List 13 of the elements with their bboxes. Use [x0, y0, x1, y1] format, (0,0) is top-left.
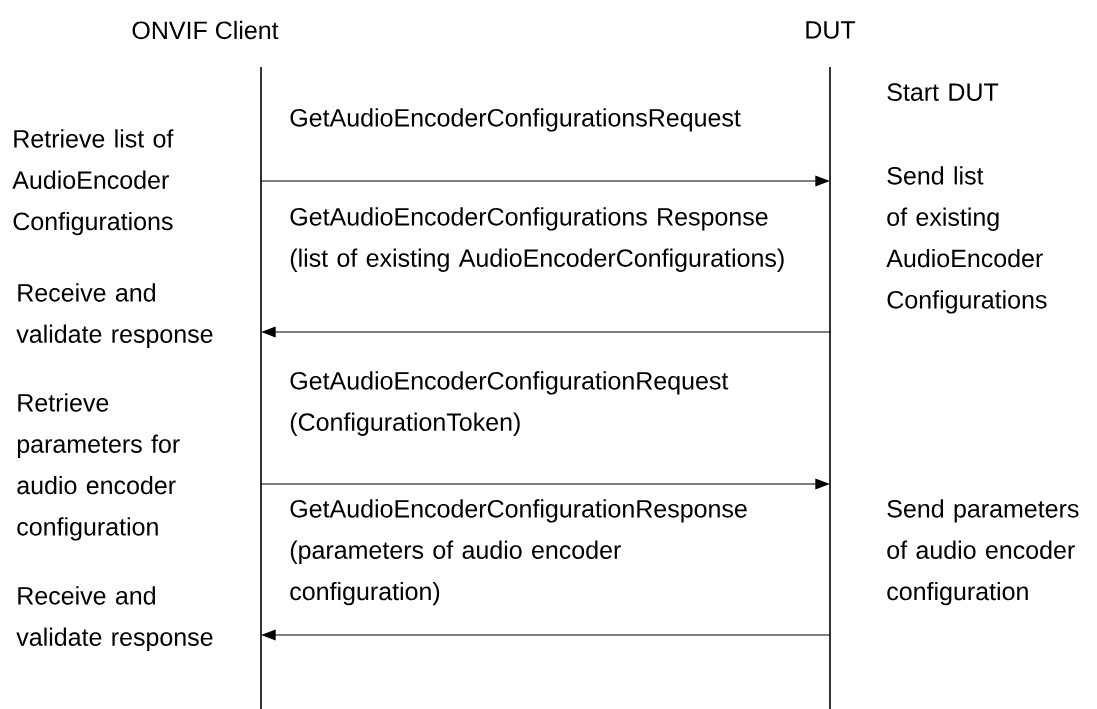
- step-note: Send list of existing AudioEncoder Configurations: [886, 166, 1047, 314]
- lifeline-header: ONVIF Client: [132, 20, 279, 40]
- lifeline-header: DUT: [806, 21, 856, 39]
- message-label: GetAudioEncoderConfigurationResponse (parameters of audio encoder configuration): [290, 499, 747, 606]
- message-label: GetAudioEncoderConfigurations Response (list of existing AudioEncoderConfigurations): [290, 207, 784, 272]
- step-note: Start DUT: [887, 83, 999, 101]
- step-note: Receive and validate response: [16, 283, 213, 348]
- step-note: Send parameters of audio encoder configuration: [887, 499, 1079, 606]
- message-label: GetAudioEncoderConfigurationsRequest: [290, 108, 741, 132]
- message-label: GetAudioEncoderConfigurationRequest (ConfigurationToken): [290, 371, 729, 436]
- step-note: Receive and validate response: [16, 586, 213, 651]
- step-note: Retrieve list of AudioEncoder Configurations: [12, 129, 174, 236]
- step-note: Retrieve parameters for audio encoder configuration: [17, 393, 180, 541]
